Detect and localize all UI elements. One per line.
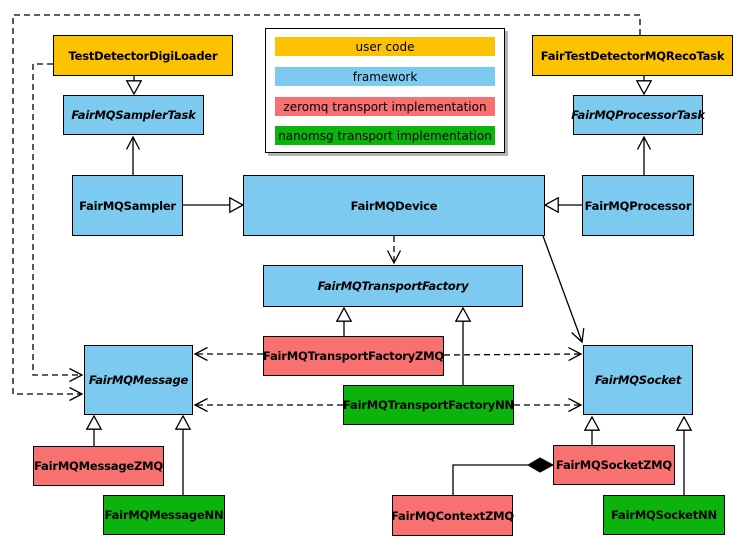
class-box-fairmqtransportfactorynn: FairMQTransportFactoryNN bbox=[343, 385, 514, 425]
edge-digiloader-message bbox=[32, 63, 84, 383]
class-box-fairmqsocket: FairMQSocket bbox=[583, 345, 693, 415]
class-box-fairmqmessagenn: FairMQMessageNN bbox=[103, 495, 225, 535]
class-box-fairmqtransportfactory: FairMQTransportFactory bbox=[263, 265, 523, 307]
class-box-fairmqsocketnn: FairMQSocketNN bbox=[603, 495, 725, 535]
class-box-fairmqtransportfactoryzmq: FairMQTransportFactoryZMQ bbox=[263, 336, 444, 376]
class-box-fairmqsampler: FairMQSampler bbox=[72, 175, 183, 236]
legend: user code framework zeromq transport imp… bbox=[265, 28, 505, 153]
class-box-fairmqsocketzmq: FairMQSocketZMQ bbox=[553, 445, 675, 485]
class-box-fairmqprocessor: FairMQProcessor bbox=[582, 175, 694, 236]
edge-tfzmq-socket bbox=[443, 347, 583, 362]
class-box-fairmqdevice: FairMQDevice bbox=[243, 175, 545, 236]
class-box-fairmqcontextzmq: FairMQContextZMQ bbox=[391, 495, 514, 536]
class-box-fairmqmessagezmq: FairMQMessageZMQ bbox=[33, 446, 164, 486]
legend-item-nanomsg: nanomsg transport implementation bbox=[275, 126, 495, 145]
class-box-testdetectordigiloader: TestDetectorDigiLoader bbox=[53, 35, 233, 76]
class-box-fairtestdetectormqrecotask: FairTestDetectorMQRecoTask bbox=[532, 35, 733, 76]
edge-contextzmq-socketzmq bbox=[452, 464, 528, 495]
class-box-fairmqsamplertask: FairMQSamplerTask bbox=[63, 95, 204, 135]
class-box-fairmqmessage: FairMQMessage bbox=[84, 345, 193, 415]
edge-device-socket bbox=[542, 235, 585, 344]
class-box-fairmqprocessortask: FairMQProcessorTask bbox=[571, 95, 705, 135]
edge-recotask-message bbox=[12, 14, 641, 402]
legend-item-framework: framework bbox=[275, 67, 495, 86]
composition-diamond bbox=[527, 457, 555, 473]
legend-item-user-code: user code bbox=[275, 37, 495, 56]
legend-item-zeromq: zeromq transport implementation bbox=[275, 97, 495, 116]
